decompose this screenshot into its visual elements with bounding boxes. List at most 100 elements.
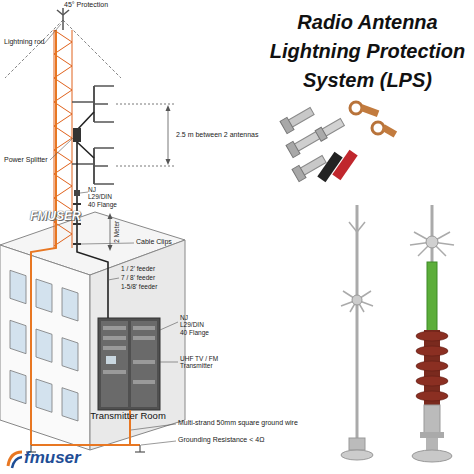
leader-line xyxy=(44,24,178,445)
ground-note: Grounding Resistance < 4Ω xyxy=(178,436,328,444)
insulated-rod-photo xyxy=(416,331,448,341)
protection-cone xyxy=(63,20,121,78)
cable-label: 1-5/8' feeder xyxy=(121,283,181,290)
hardware-photo xyxy=(292,165,306,181)
lightning-rod-photo xyxy=(341,222,373,312)
leader-line xyxy=(141,441,176,445)
protection-note: 45° Protection xyxy=(64,1,134,9)
part-label: Lightning rod xyxy=(4,38,54,46)
antenna xyxy=(72,163,94,165)
lightning-rod-photo xyxy=(357,222,365,232)
antenna-spacing-dimension xyxy=(166,159,171,165)
insulated-rod-photo xyxy=(424,405,440,435)
meter-panel xyxy=(106,356,116,364)
ground-electrode xyxy=(139,445,140,452)
height-dimension xyxy=(108,245,113,251)
window xyxy=(62,288,78,321)
transmitter-cabinet xyxy=(131,321,157,407)
part-label: Power Splitter xyxy=(4,156,54,164)
feeder-cable xyxy=(77,112,94,130)
rack-slot xyxy=(133,326,155,330)
ground-wire xyxy=(31,30,56,445)
lightning-rod-photo xyxy=(349,222,357,232)
antenna xyxy=(94,165,108,167)
height-dimension xyxy=(108,213,113,251)
hardware-photo xyxy=(350,102,362,114)
protection-cone xyxy=(5,20,63,78)
leader-line xyxy=(80,192,88,193)
ground-wire xyxy=(31,30,140,445)
hardware-photo xyxy=(317,152,342,182)
watermark: FMUSER xyxy=(30,210,90,224)
cable-clip xyxy=(73,223,81,225)
lightning-rod-photo xyxy=(341,450,373,460)
window xyxy=(36,379,52,412)
insulated-rod-photo xyxy=(416,346,448,356)
hardware-photo xyxy=(280,117,294,133)
hardware-photo xyxy=(280,102,397,182)
cable-label: 1 / 2' feeder xyxy=(121,265,181,272)
window xyxy=(62,338,78,371)
transmitter-cabinet xyxy=(98,318,160,410)
title-text: Radio Antenna Lightning Protection Syste… xyxy=(265,8,470,95)
rack-slot xyxy=(103,326,155,384)
rack-slot xyxy=(103,326,126,330)
insulated-rod-photo xyxy=(416,376,448,386)
part-label: Cable Clips xyxy=(136,238,186,246)
hardware-photo xyxy=(382,125,398,138)
dimension-label: 2 Meter xyxy=(113,217,120,247)
hardware-photo xyxy=(372,122,384,134)
building xyxy=(0,212,185,450)
window xyxy=(10,320,26,353)
cable-clip xyxy=(73,203,81,205)
room-label-box: Transmitter Room xyxy=(90,411,166,425)
window xyxy=(62,388,78,421)
insulated-rod-photo xyxy=(416,331,448,401)
antenna xyxy=(72,86,114,184)
lightning-rod-top xyxy=(62,8,64,30)
power-splitter xyxy=(73,128,81,142)
antenna xyxy=(94,121,114,123)
rack-slot xyxy=(103,370,126,374)
antenna-spacing-dimension xyxy=(116,104,174,166)
lightning-rod-photo xyxy=(349,438,365,450)
lightning-rod-top xyxy=(57,10,63,15)
insulated-rod-photo xyxy=(420,432,444,438)
feeder-cable xyxy=(77,142,108,318)
ground-electrode xyxy=(135,451,145,452)
window xyxy=(10,270,78,421)
ground-wire xyxy=(31,444,140,446)
lightning-rod-photo xyxy=(341,205,373,460)
antenna-spacing-dimension xyxy=(116,104,174,105)
lightning-rod-photo xyxy=(352,295,362,305)
hardware-photo xyxy=(360,104,379,117)
insulated-rod-photo xyxy=(426,236,438,248)
antenna-spacing-dimension xyxy=(116,166,174,167)
lightning-rod-top xyxy=(63,10,69,15)
antenna-spacing-dimension xyxy=(166,105,171,111)
feeder-cable xyxy=(77,112,108,318)
insulated-rod-photo xyxy=(410,205,454,462)
antenna xyxy=(94,85,114,87)
insulated-rod-photo xyxy=(416,361,448,371)
flange-connector xyxy=(74,190,80,196)
insulated-rod-photo xyxy=(410,232,454,256)
dimension-label: 2.5 m between 2 antennas xyxy=(176,131,276,139)
antenna-spacing-dimension xyxy=(168,108,169,162)
height-dimension xyxy=(108,213,113,219)
window xyxy=(36,279,52,312)
connector-label: NJ L29/DIN 40 Flange xyxy=(180,314,211,336)
hardware-photo xyxy=(315,117,345,141)
leader-line xyxy=(108,278,119,280)
leader-line xyxy=(160,362,178,363)
leader-line xyxy=(81,243,134,244)
rack-slot xyxy=(103,346,126,350)
insulated-rod-photo xyxy=(412,450,452,462)
logo-icon xyxy=(12,457,22,468)
cable-clip xyxy=(73,243,81,245)
building-right-face xyxy=(90,240,185,450)
leader-line xyxy=(131,424,176,430)
transmitter-cabinet xyxy=(98,318,160,410)
window xyxy=(36,329,52,362)
